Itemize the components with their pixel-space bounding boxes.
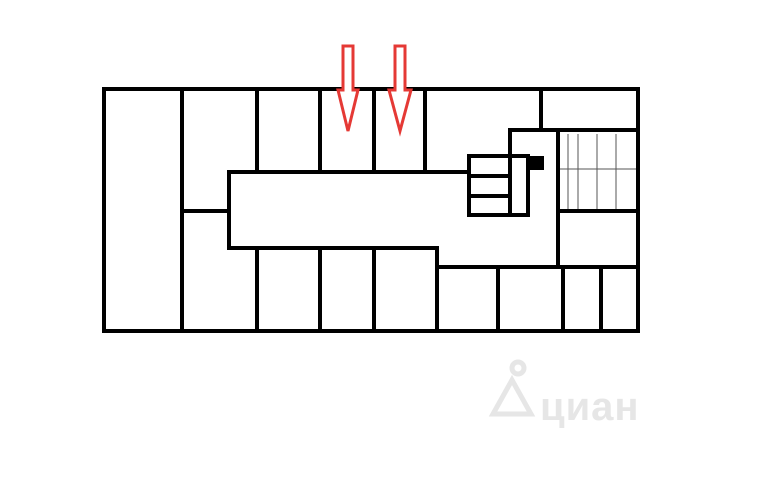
- cian-logo-icon: [488, 359, 536, 417]
- interior-walls: [180, 87, 640, 333]
- main-staircase: [560, 134, 636, 209]
- down-arrow-icon: [387, 44, 413, 137]
- highlight-arrows: [336, 44, 413, 137]
- shaft-marker: [528, 156, 544, 170]
- watermark-text: циан: [540, 385, 640, 429]
- down-arrow-icon: [336, 44, 360, 132]
- watermark: циан: [488, 359, 640, 429]
- small-staircase: [467, 154, 544, 217]
